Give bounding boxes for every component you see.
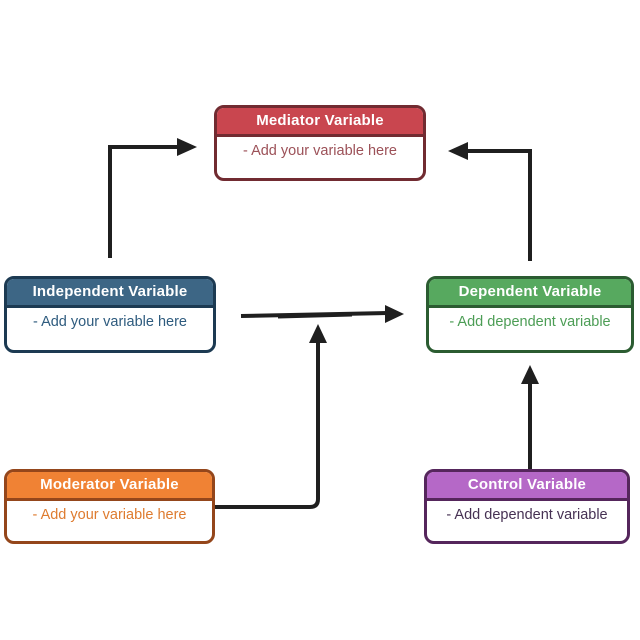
node-dependent-variable[interactable]: Dependent Variable - Add dependent varia… (426, 276, 634, 353)
arrow-dependent-to-mediator-line (466, 149, 532, 261)
node-title: Dependent Variable (429, 279, 631, 308)
arrow-independent-to-dependent-line (240, 311, 389, 318)
node-placeholder-text: - Add your variable here (32, 507, 187, 523)
node-placeholder-text: - Add your variable here (243, 143, 397, 159)
arrow-control-to-dependent-head (521, 365, 539, 384)
arrow-independent-to-mediator-head (177, 138, 197, 156)
node-title: Mediator Variable (217, 108, 423, 137)
node-control-variable[interactable]: Control Variable - Add dependent variabl… (424, 469, 630, 544)
node-placeholder-text: - Add dependent variable (446, 507, 608, 523)
node-placeholder-text: - Add your variable here (33, 314, 187, 330)
arrow-independent-to-dependent-head (385, 305, 404, 323)
node-title: Control Variable (427, 472, 627, 501)
node-moderator-variable[interactable]: Moderator Variable - Add your variable h… (4, 469, 215, 544)
node-title: Independent Variable (7, 279, 213, 308)
node-placeholder-text: - Add dependent variable (449, 314, 611, 330)
arrow-independent-to-mediator-line (108, 145, 179, 258)
arrow-moderator-to-relation-head (309, 324, 327, 343)
arrow-moderator-to-relation-line (215, 341, 320, 509)
node-title: Moderator Variable (7, 472, 212, 501)
arrow-dependent-to-mediator-head (448, 142, 468, 160)
node-independent-variable[interactable]: Independent Variable - Add your variable… (4, 276, 216, 353)
arrow-independent-to-dependent-line-sketch (277, 313, 353, 319)
node-mediator-variable[interactable]: Mediator Variable - Add your variable he… (214, 105, 426, 181)
